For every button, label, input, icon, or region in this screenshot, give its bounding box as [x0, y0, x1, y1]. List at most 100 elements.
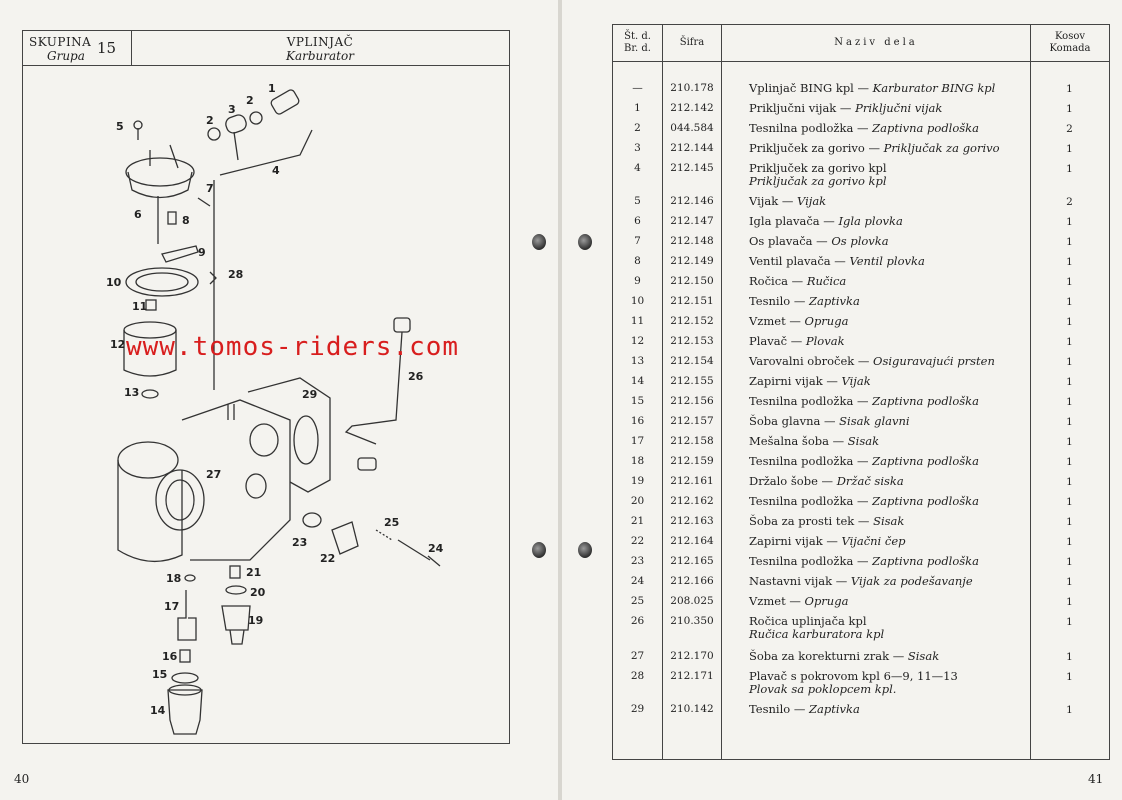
part-name-hr: Sisak	[907, 649, 940, 663]
row-number: 23	[630, 555, 645, 567]
part-name-sl: Tesnilna podložka —	[749, 554, 873, 568]
header-code: Šifra	[679, 37, 705, 48]
part-name: Priključni vijak — Priključni vijak	[749, 102, 1039, 115]
row-number: 13	[630, 355, 645, 367]
part-name-hr: Plovak	[805, 334, 845, 348]
part-name-hr-line2: Priključak za gorivo kpl	[749, 174, 887, 188]
part-code: 212.148	[670, 235, 714, 247]
part-code: 210.178	[670, 82, 714, 94]
callout-7: 7	[206, 182, 214, 195]
row-number: 28	[630, 670, 645, 682]
binder-hole	[532, 542, 546, 558]
part-name: Zapirni vijak — Vijačni čep	[749, 535, 1039, 548]
callout-18: 18	[166, 572, 182, 585]
callout-22: 22	[320, 552, 336, 565]
callout-23: 23	[292, 536, 308, 549]
part-qty: 1	[1066, 256, 1073, 268]
part-name: Vzmet — Opruga	[749, 315, 1039, 328]
part-name-hr: Os plovka	[831, 234, 889, 248]
part-name-sl: Tesnilna podložka —	[749, 494, 873, 508]
callout-6: 6	[134, 208, 142, 221]
callout-24: 24	[428, 542, 444, 555]
part-qty: 1	[1066, 216, 1073, 228]
part-name: Igla plavača — Igla plovka	[749, 215, 1039, 228]
part-code: 212.161	[670, 475, 714, 487]
part-qty: 1	[1066, 143, 1073, 155]
group-label-alt: Grupa	[47, 49, 85, 63]
part-code: 212.154	[670, 355, 714, 367]
part-name-sl: Šoba za prosti tek —	[749, 514, 874, 528]
callout-12: 12	[110, 338, 126, 351]
part-qty: 1	[1066, 103, 1073, 115]
row-number: 29	[630, 703, 645, 715]
part-code: 212.142	[670, 102, 714, 114]
group-number: 15	[97, 39, 117, 57]
part-qty: 1	[1066, 236, 1073, 248]
part-name-sl: Priključek za gorivo —	[749, 141, 884, 155]
left-page: SKUPINA Grupa 15 VPLINJAČ Karburator	[0, 0, 560, 800]
part-code: 212.147	[670, 215, 714, 227]
column-divider	[662, 25, 663, 759]
part-name: Varovalni obroček — Osiguravajući prsten	[749, 355, 1039, 368]
part-name-sl: Nastavni vijak —	[749, 574, 851, 588]
row-number: 7	[634, 235, 641, 247]
part-name: Ventil plavača — Ventil plovka	[749, 255, 1039, 268]
part-name-sl: Držalo šobe —	[749, 474, 837, 488]
part-qty: 1	[1066, 163, 1073, 175]
column-divider	[1030, 25, 1031, 759]
part-name: Tesnilna podložka — Zaptivna podloška	[749, 122, 1039, 135]
part-name: Os plavača — Os plovka	[749, 235, 1039, 248]
part-name-hr: Igla plovka	[838, 214, 903, 228]
part-code: 212.159	[670, 455, 714, 467]
part-name-sl: Priključni vijak —	[749, 101, 856, 115]
callout-5: 5	[116, 120, 124, 133]
part-name-sl: Priključek za gorivo kpl	[749, 161, 887, 175]
section-title-alt: Karburator	[286, 49, 354, 63]
part-qty: 1	[1066, 376, 1073, 388]
part-qty: 2	[1066, 123, 1073, 135]
part-name: Zapirni vijak — Vijak	[749, 375, 1039, 388]
part-qty: 1	[1066, 516, 1073, 528]
part-qty: 1	[1066, 596, 1073, 608]
part-name-sl: Vijak —	[749, 194, 797, 208]
row-number: 1	[634, 102, 641, 114]
part-qty: 1	[1066, 671, 1073, 683]
part-name-hr: Osiguravajući prsten	[873, 354, 995, 368]
row-number: 14	[630, 375, 645, 387]
part-name-hr: Zaptivna podloška	[872, 454, 980, 468]
section-title: VPLINJAČ	[286, 35, 354, 49]
callout-10: 10	[106, 276, 122, 289]
callout-27: 27	[206, 468, 222, 481]
group-cell: SKUPINA Grupa 15	[23, 31, 132, 65]
part-name: Nastavni vijak — Vijak za podešavanje	[749, 575, 1039, 588]
part-name-sl: Vplinjač BING kpl —	[749, 81, 873, 95]
part-name: Tesnilna podložka — Zaptivna podloška	[749, 455, 1039, 468]
row-number: 16	[630, 415, 645, 427]
part-name-hr-line2: Plovak sa poklopcem kpl.	[749, 682, 897, 696]
part-code: 212.156	[670, 395, 714, 407]
callout-9: 9	[198, 246, 206, 259]
row-number: 20	[630, 495, 645, 507]
page-number-left: 40	[14, 772, 30, 786]
part-code: 212.153	[670, 335, 714, 347]
part-name-hr: Priključni vijak	[855, 101, 943, 115]
part-name: Tesnilo — Zaptivka	[749, 703, 1039, 716]
part-name-hr: Opruga	[804, 594, 849, 608]
callout-15: 15	[152, 668, 168, 681]
part-name-hr: Sisak	[847, 434, 880, 448]
part-qty: 1	[1066, 436, 1073, 448]
part-name-hr: Držač siska	[836, 474, 904, 488]
part-name-sl: Ročica —	[749, 274, 807, 288]
part-qty: 1	[1066, 296, 1073, 308]
part-name-sl: Tesnilna podložka —	[749, 121, 873, 135]
part-qty: 1	[1066, 704, 1073, 716]
part-qty: 1	[1066, 616, 1073, 628]
part-code: 212.158	[670, 435, 714, 447]
part-name-sl: Ročica uplinjača kpl	[749, 614, 867, 628]
part-name-hr: Zaptivka	[808, 294, 860, 308]
row-number: 10	[630, 295, 645, 307]
part-qty: 1	[1066, 556, 1073, 568]
part-qty: 1	[1066, 536, 1073, 548]
row-number: 2	[634, 122, 641, 134]
row-number: 21	[630, 515, 645, 527]
